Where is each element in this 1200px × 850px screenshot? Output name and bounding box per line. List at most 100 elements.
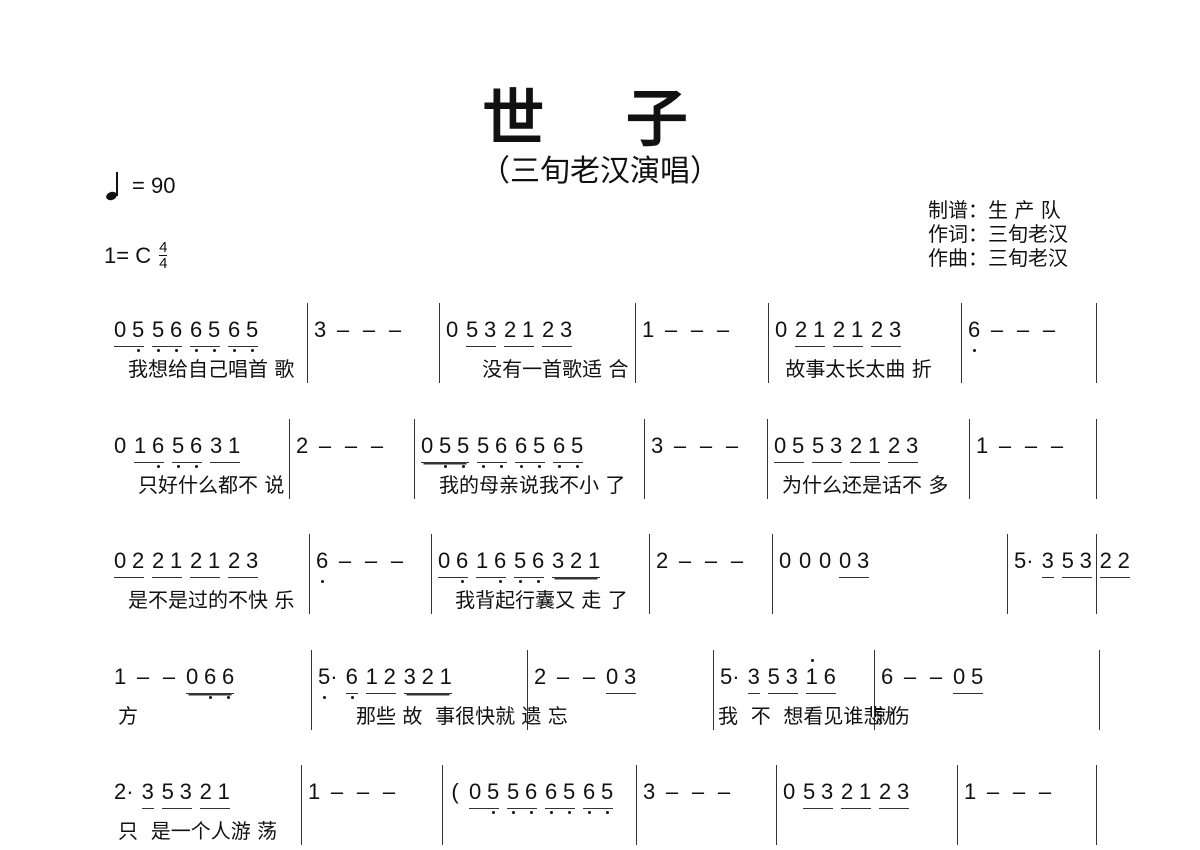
note-group: 1 (976, 433, 988, 462)
sustain-dash: – (725, 433, 739, 458)
note: 6 (345, 664, 358, 699)
note: 5 (792, 433, 805, 458)
note: 3 (210, 433, 223, 458)
note-group: – (988, 317, 1006, 346)
note: 0 (779, 548, 792, 573)
note-group: 2 (656, 548, 668, 577)
note: 5 (161, 779, 174, 804)
note-group: – (342, 433, 360, 462)
note-group: – (688, 317, 706, 346)
note: 6 (228, 317, 241, 352)
note: 0 (186, 664, 199, 689)
sustain-dash: – (330, 779, 344, 804)
sustain-dash: – (556, 664, 570, 689)
note: 2 (656, 548, 669, 573)
note: 2 (879, 779, 892, 804)
note: 6 (190, 317, 203, 352)
note: 5 (246, 317, 259, 352)
note-group: – (328, 779, 346, 808)
note: 3 (643, 779, 656, 804)
note: 2 (534, 664, 547, 689)
sustain-dash: – (382, 779, 396, 804)
note: 2 (1117, 548, 1130, 573)
note: 1 (522, 317, 535, 342)
note-group: 6 (881, 664, 893, 693)
note-group: – (1014, 317, 1032, 346)
note: 5· (318, 664, 338, 699)
note: 6 (222, 664, 235, 699)
sustain-dash: – (362, 317, 376, 342)
note-group: – (1010, 779, 1028, 808)
note: 3 (830, 433, 843, 458)
note: 1 (964, 779, 977, 804)
note: 3 (747, 664, 760, 689)
note-group: – (984, 779, 1002, 808)
lyric-line: 我想给自己唱首 歌 (128, 357, 295, 381)
note: 0 (953, 664, 966, 689)
note: 2 (542, 317, 555, 342)
note: 3 (651, 433, 664, 458)
note: 0 (819, 548, 832, 573)
measure: 3––– (645, 419, 768, 499)
time-bottom: 4 (159, 255, 168, 272)
note: 1 (228, 433, 241, 458)
note-group: – (380, 779, 398, 808)
note: 3 (403, 664, 416, 689)
lyric-line: 只好什么都不 说 (138, 473, 285, 497)
note: 2 (570, 548, 583, 573)
note-group: – (388, 548, 406, 577)
sustain-dash: – (691, 779, 705, 804)
note: 2 (795, 317, 808, 342)
notes: 3––– (651, 433, 741, 462)
note: 2 (850, 433, 863, 458)
sustain-dash: – (990, 317, 1004, 342)
note-group: – (663, 779, 681, 808)
sustain-dash: – (929, 664, 943, 689)
note: 0 (438, 548, 451, 573)
note-group: – (316, 433, 334, 462)
note-group: 0 (775, 317, 787, 346)
note-group: 1 (964, 779, 976, 808)
note: 0 (606, 664, 619, 689)
lyric-line: 我的母亲说我不小 了 (439, 473, 626, 497)
sustain-dash: – (716, 317, 730, 342)
sustain-dash: – (1042, 317, 1056, 342)
note: 0 (774, 433, 787, 458)
note: 1 (588, 548, 601, 573)
note: 6 (495, 433, 508, 468)
note: 6 (190, 433, 203, 468)
note: 6 (881, 664, 894, 689)
note: 1 (851, 317, 864, 342)
note: 0 (421, 433, 434, 458)
note: 2 (833, 317, 846, 342)
measure: 6––– (962, 303, 1097, 383)
